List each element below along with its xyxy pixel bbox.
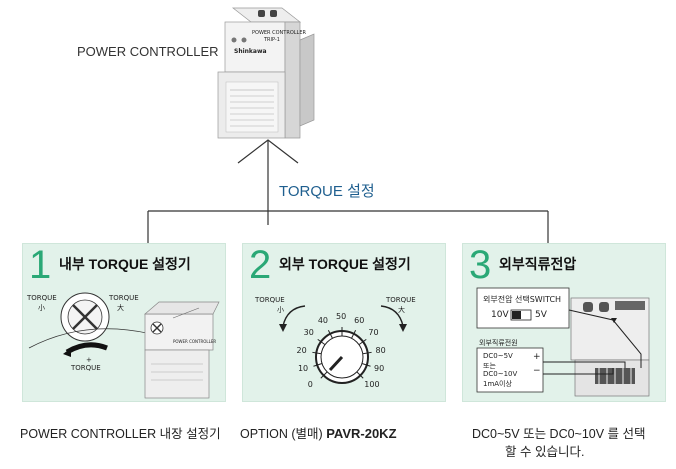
scale-tick [327,330,333,339]
scale-label: 100 [364,380,380,390]
panel-1-caption: POWER CONTROLLER 내장 설정기 [20,427,221,441]
scale-label: 70 [368,328,379,338]
panel-internal-setter: 1 내부 TORQUE 설정기 TORQUE 小 TORQUE 大 + TORQ… [22,243,226,402]
scale-tick [312,351,322,355]
source-line-2: 또는 [483,362,496,370]
minus-terminal: − [533,366,541,376]
panel-1-number: 1 [29,243,52,287]
dial-left-sub: 小 [38,304,45,312]
ext-left-sub: 小 [277,306,284,314]
scale-label: 10 [297,364,309,374]
torque-setting-label: TORQUE 설정 [279,183,375,200]
scale-tick [313,363,323,367]
switch-title: 외부전압 선택SWITCH [483,295,562,304]
panel-1-title: 내부 TORQUE 설정기 [59,256,191,272]
internal-dial-drawing [28,292,220,399]
device-text-1: POWER CONTROLLER [252,30,306,36]
ext-left-label: TORQUE [255,296,285,304]
scale-tick [358,338,367,346]
source-line-1: DC0~5V [483,352,513,360]
panel-2-number: 2 [249,243,272,287]
source-line-3: DC0~10V [483,370,518,378]
ext-right-sub: 大 [398,306,405,314]
scale-label: 50 [336,312,347,321]
dial-right-label: TORQUE [109,294,139,302]
plus-sign: + [86,356,92,364]
scale-label: 90 [374,364,385,374]
voltage-wiring-drawing [476,287,650,397]
scale-tick [362,351,372,355]
scale-tick [361,363,371,367]
scale-label: 60 [354,316,365,326]
arrow-head [237,139,299,164]
scale-tick [351,330,357,339]
small-device-text: POWER CONTROLLER [173,339,217,344]
panel-2-caption: OPTION (별매) PAVR-20KZ [240,423,397,442]
panel-external-voltage: 3 외부직류전압 외부전압 선택SWITCH 10V 5V 외부직류전원 DC0… [462,243,666,402]
panel-2-title: 외부 TORQUE 설정기 [279,256,411,272]
panel-3-number: 3 [469,243,492,287]
dial-left-label: TORQUE [27,294,57,302]
device-label: POWER CONTROLLER [77,44,219,59]
dial-right-sub: 大 [117,304,124,312]
scale-label: 80 [375,345,386,355]
scale-label: 20 [296,345,307,355]
caption-model: PAVR-20KZ [326,426,397,441]
scale-label: 0 [307,380,313,390]
external-dial-drawing [279,305,407,384]
ext-right-label: TORQUE [386,296,416,304]
panel-3-title: 외부직류전압 [499,256,577,272]
scale-tick [317,338,326,346]
scale-label: 30 [303,328,314,338]
scale-tick [356,371,364,379]
panel-3-caption-line2: 할 수 있습니다. [505,445,585,459]
source-line-4: 1mA이상 [483,380,512,388]
device-brand: Shinkawa [234,48,267,55]
bottom-torque-label: TORQUE [71,364,101,372]
caption-option: OPTION (별매) [240,427,323,441]
scale-tick [320,371,328,379]
switch-10v: 10V [491,310,509,320]
switch-5v: 5V [535,310,547,320]
panel-external-setter: 2 외부 TORQUE 설정기 TORQUE 小 TORQUE 大 0 10 20 3… [242,243,446,402]
device-text-2: TRIP-1 [264,37,280,43]
plus-terminal: + [533,352,541,362]
panel-3-caption-line1: DC0~5V 또는 DC0~10V 를 선택 [472,427,646,441]
source-title: 외부직류전원 [479,339,518,347]
scale-label: 40 [317,316,329,326]
